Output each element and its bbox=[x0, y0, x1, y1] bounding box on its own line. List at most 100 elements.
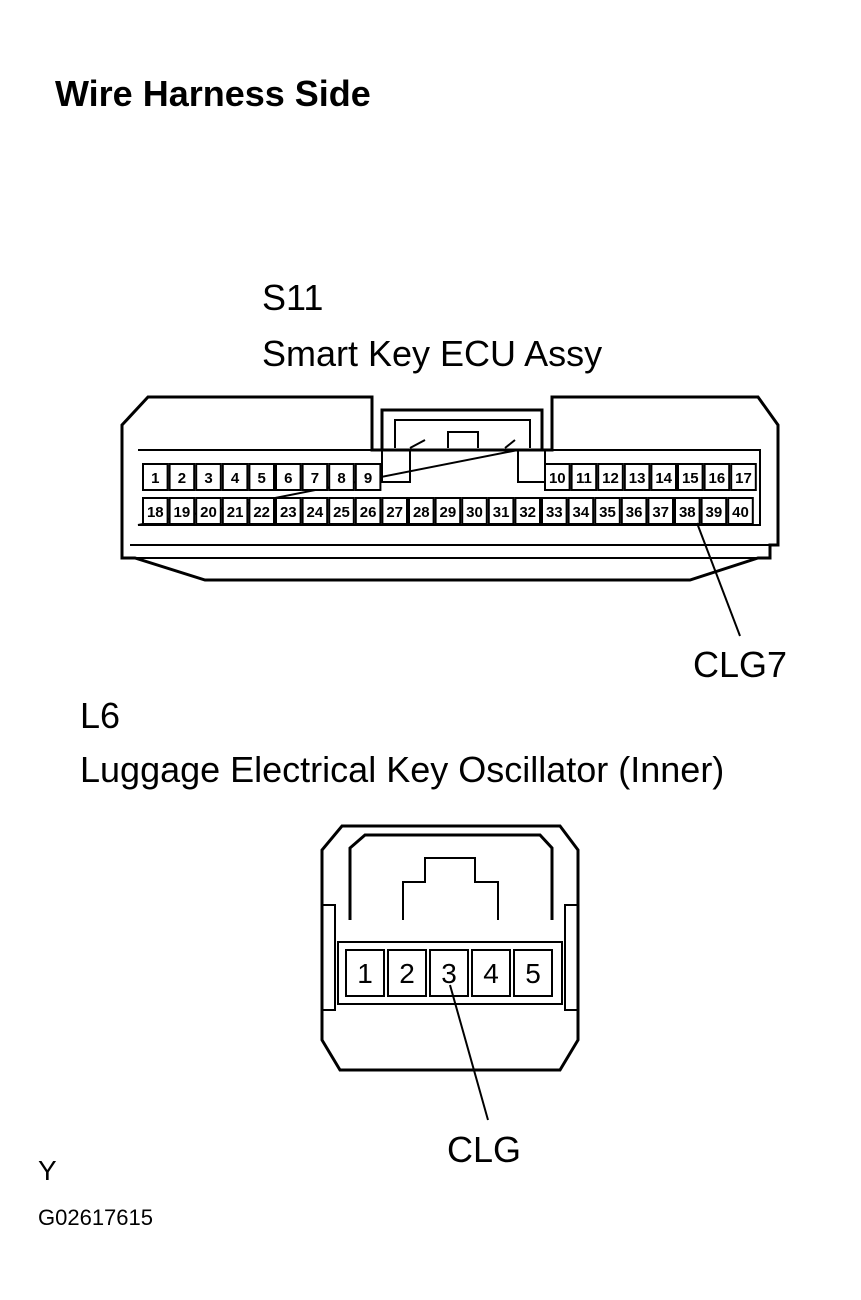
pin-20-label: 20 bbox=[200, 504, 217, 521]
s11-code: S11 bbox=[262, 277, 323, 318]
pin-36-label: 36 bbox=[626, 504, 643, 521]
s11-housing-outline bbox=[120, 395, 780, 582]
l6-latch-inner bbox=[402, 857, 499, 920]
pin-37-label: 37 bbox=[652, 504, 669, 521]
pin-9: 9 bbox=[354, 463, 382, 491]
pin-28-label: 28 bbox=[413, 504, 430, 521]
l6-code: L6 bbox=[80, 695, 120, 736]
pin-7: 7 bbox=[301, 463, 329, 491]
l6-pin-2: 2 bbox=[387, 949, 427, 997]
pin-8-label: 8 bbox=[337, 470, 345, 487]
pin-2: 2 bbox=[168, 463, 196, 491]
pin-4: 4 bbox=[221, 463, 249, 491]
pin-30-label: 30 bbox=[466, 504, 483, 521]
pin-25: 25 bbox=[328, 497, 355, 525]
l6-pin-5: 5 bbox=[513, 949, 553, 997]
pin-31: 31 bbox=[487, 497, 515, 525]
pin-1-label: 1 bbox=[151, 470, 159, 487]
pin-11: 11 bbox=[570, 463, 598, 491]
s11-name: Smart Key ECU Assy bbox=[262, 333, 602, 374]
pin-16-label: 16 bbox=[709, 470, 726, 487]
s11-latch-inner bbox=[394, 419, 531, 449]
pin-27-label: 27 bbox=[386, 504, 403, 521]
pin-12: 12 bbox=[597, 463, 624, 491]
pin-38: 38 bbox=[674, 497, 701, 525]
pin-15: 15 bbox=[677, 463, 704, 491]
l6-pin-1-label: 1 bbox=[357, 958, 373, 989]
pin-39-label: 39 bbox=[706, 504, 723, 521]
pin-22: 22 bbox=[248, 497, 275, 525]
l6-callout-label: CLG bbox=[447, 1129, 521, 1170]
figure-id: G02617615 bbox=[38, 1205, 153, 1230]
pin-13: 13 bbox=[623, 463, 651, 491]
l6-callout-leader bbox=[449, 984, 489, 1121]
pin-32: 32 bbox=[514, 497, 542, 525]
pin-3: 3 bbox=[195, 463, 222, 491]
l6-pin-1: 1 bbox=[345, 949, 385, 997]
l6-pin-5-label: 5 bbox=[525, 958, 541, 989]
pin-21-label: 21 bbox=[227, 504, 244, 521]
pin-19-label: 19 bbox=[174, 504, 191, 521]
pin-34: 34 bbox=[567, 497, 595, 525]
pin-5-label: 5 bbox=[258, 470, 266, 487]
pin-9-label: 9 bbox=[364, 470, 372, 487]
pin-4-label: 4 bbox=[231, 470, 240, 487]
pin-28: 28 bbox=[408, 497, 435, 525]
pin-17: 17 bbox=[730, 463, 757, 491]
l6-latch bbox=[348, 833, 554, 920]
pin-20: 20 bbox=[195, 497, 222, 525]
pin-18-label: 18 bbox=[147, 504, 164, 521]
pin-23-label: 23 bbox=[280, 504, 297, 521]
pin-22-label: 22 bbox=[253, 504, 270, 521]
pin-37: 37 bbox=[647, 497, 675, 525]
s11-callout-leader bbox=[696, 522, 741, 637]
pin-10: 10 bbox=[544, 463, 571, 491]
l6-pin-3-label: 3 bbox=[441, 958, 457, 989]
pin-13-label: 13 bbox=[629, 470, 646, 487]
pin-5: 5 bbox=[248, 463, 275, 491]
s11-latch bbox=[370, 400, 554, 450]
pin-19: 19 bbox=[168, 497, 196, 525]
pin-27: 27 bbox=[381, 497, 408, 525]
page-title: Wire Harness Side bbox=[55, 73, 371, 114]
pin-3-label: 3 bbox=[204, 470, 212, 487]
pin-18: 18 bbox=[142, 497, 169, 525]
pin-33: 33 bbox=[541, 497, 568, 525]
pin-23: 23 bbox=[275, 497, 302, 525]
pin-1: 1 bbox=[142, 463, 169, 491]
pin-15-label: 15 bbox=[682, 470, 699, 487]
pin-39: 39 bbox=[700, 497, 728, 525]
pin-8: 8 bbox=[328, 463, 355, 491]
l6-pin-4: 4 bbox=[471, 949, 511, 997]
pin-11-label: 11 bbox=[576, 470, 592, 487]
pin-38-label: 38 bbox=[679, 504, 696, 521]
pin-6-label: 6 bbox=[284, 470, 292, 487]
l6-housing-side bbox=[322, 904, 578, 1011]
pin-35: 35 bbox=[594, 497, 621, 525]
pin-34-label: 34 bbox=[573, 504, 590, 521]
pin-10-label: 10 bbox=[549, 470, 566, 487]
pin-16: 16 bbox=[703, 463, 731, 491]
color-code: Y bbox=[38, 1155, 57, 1186]
pin-24: 24 bbox=[301, 497, 329, 525]
pin-40-label: 40 bbox=[732, 504, 749, 521]
pin-33-label: 33 bbox=[546, 504, 563, 521]
pin-32-label: 32 bbox=[519, 504, 536, 521]
l6-face bbox=[337, 941, 563, 1005]
pin-26-label: 26 bbox=[360, 504, 377, 521]
pin-21: 21 bbox=[221, 497, 249, 525]
pin-12-label: 12 bbox=[602, 470, 619, 487]
pin-2-label: 2 bbox=[178, 470, 186, 487]
pin-6: 6 bbox=[275, 463, 302, 491]
pin-40: 40 bbox=[727, 497, 754, 525]
s11-rail bbox=[130, 544, 770, 559]
l6-pin-2-label: 2 bbox=[399, 958, 415, 989]
pin-25-label: 25 bbox=[333, 504, 350, 521]
l6-pin-3: 3 bbox=[429, 949, 469, 997]
pin-24-label: 24 bbox=[307, 504, 324, 521]
